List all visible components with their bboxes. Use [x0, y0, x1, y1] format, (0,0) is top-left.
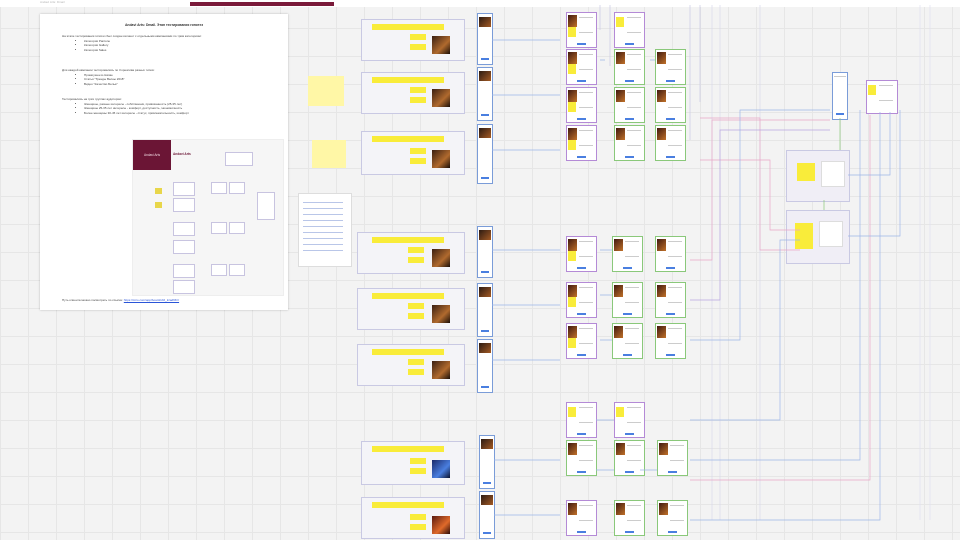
connector-lines	[0, 0, 960, 540]
miro-board-canvas[interactable]: Andavi Arts: Dmail Andavi Arts: Dmail. Э…	[0, 0, 960, 540]
